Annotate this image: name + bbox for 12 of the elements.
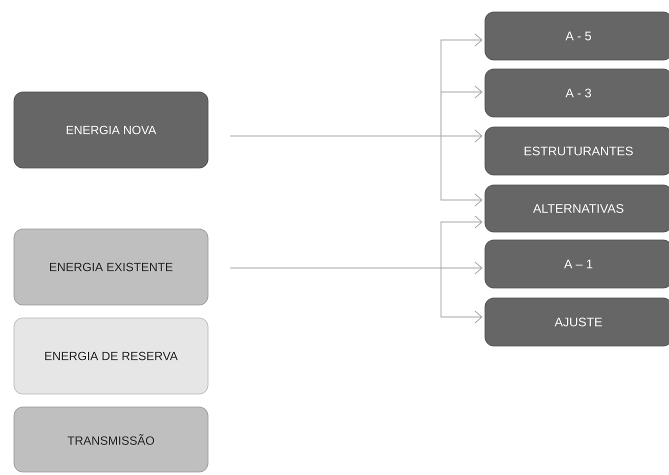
category-box: A - 3: [484, 68, 669, 118]
category-box: TRANSMISSÃO: [14, 406, 208, 472]
category-box: ALTERNATIVAS: [484, 184, 669, 232]
arrow: [230, 268, 483, 324]
category-box: ENERGIA DE RESERVA: [14, 318, 208, 394]
category-box: A - 5: [484, 12, 669, 60]
category-box: A – 1: [484, 240, 669, 288]
arrow: [230, 136, 483, 206]
category-box: AJUSTE: [484, 298, 669, 346]
category-box: ENERGIA EXISTENTE: [14, 228, 208, 306]
category-box: ENERGIA NOVA: [14, 92, 208, 168]
category-box: ESTRUTURANTES: [484, 126, 669, 176]
